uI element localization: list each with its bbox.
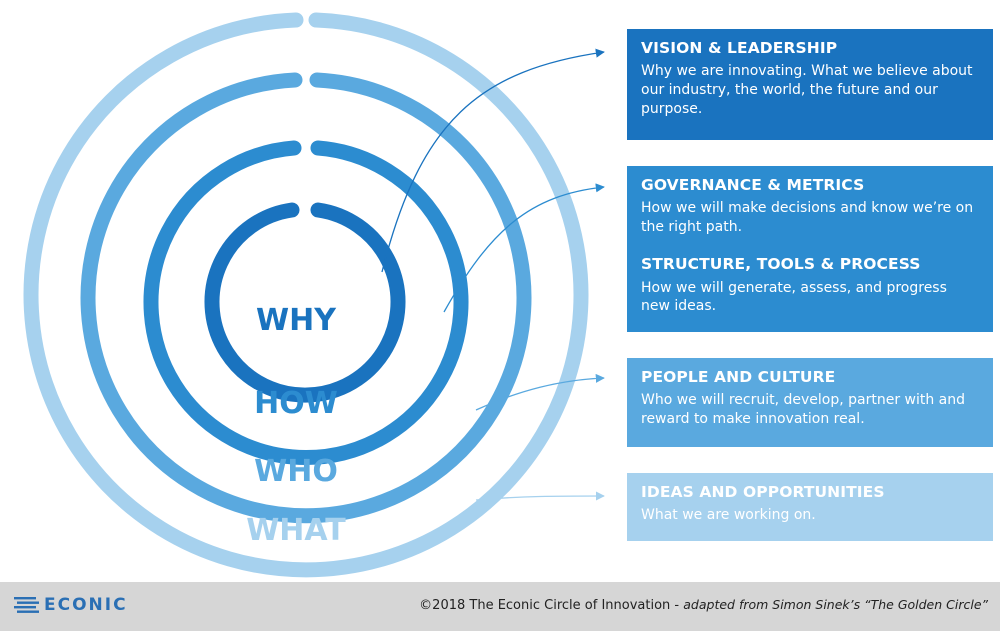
econic-logo: ECONIC — [14, 595, 128, 615]
econic-logo-icon — [14, 597, 39, 613]
golden-circle-diagram: WHY HOW WHO WHAT — [23, 12, 605, 578]
arrow-why-to-vision — [381, 48, 605, 273]
people-text: Who we will recruit, develop, partner wi… — [641, 392, 966, 428]
credit-separator: - — [670, 598, 684, 613]
adapted-text: adapted from Simon Sinek’s “The Golden C… — [683, 597, 988, 612]
governance-title: GOVERNANCE & METRICS — [641, 176, 865, 194]
copyright-credit: ©2018 The Econic Circle of Innovation - … — [419, 597, 988, 613]
ideas-text: What we are working on. — [641, 507, 816, 524]
arrow-what-to-ideas — [475, 491, 605, 501]
governance-text: How we will make decisions and know we’r… — [641, 200, 974, 236]
label-what: WHAT — [246, 513, 346, 548]
ring-who — [80, 72, 532, 524]
logo-wordmark: ECONIC — [44, 595, 128, 615]
structure-text: How we will generate, assess, and progre… — [641, 279, 947, 315]
ideas-title: IDEAS AND OPPORTUNITIES — [641, 483, 885, 501]
arrow-how-to-governance — [443, 183, 605, 313]
vision-text: Why we are innovating. What we believe a… — [641, 63, 973, 118]
ring-how — [143, 140, 469, 466]
people-culture-box: PEOPLE AND CULTURE Who we will recruit, … — [627, 358, 993, 447]
ring-what — [23, 12, 589, 578]
label-why: WHY — [256, 303, 337, 338]
ideas-opportunities-box: IDEAS AND OPPORTUNITIES What we are work… — [627, 473, 993, 541]
copyright-text: ©2018 The Econic Circle of Innovation — [419, 598, 671, 613]
vision-leadership-box: VISION & LEADERSHIP Why we are innovatin… — [627, 29, 993, 140]
governance-structure-box: GOVERNANCE & METRICS How we will make de… — [627, 166, 993, 332]
structure-title: STRUCTURE, TOOLS & PROCESS — [641, 255, 921, 274]
vision-title: VISION & LEADERSHIP — [641, 39, 838, 57]
arrow-who-to-people — [475, 373, 605, 411]
ring-why — [204, 202, 406, 403]
footer-bar: ECONIC ©2018 The Econic Circle of Innova… — [0, 582, 1000, 631]
people-title: PEOPLE AND CULTURE — [641, 368, 836, 386]
label-who: WHO — [254, 454, 338, 489]
label-how: HOW — [254, 386, 338, 421]
